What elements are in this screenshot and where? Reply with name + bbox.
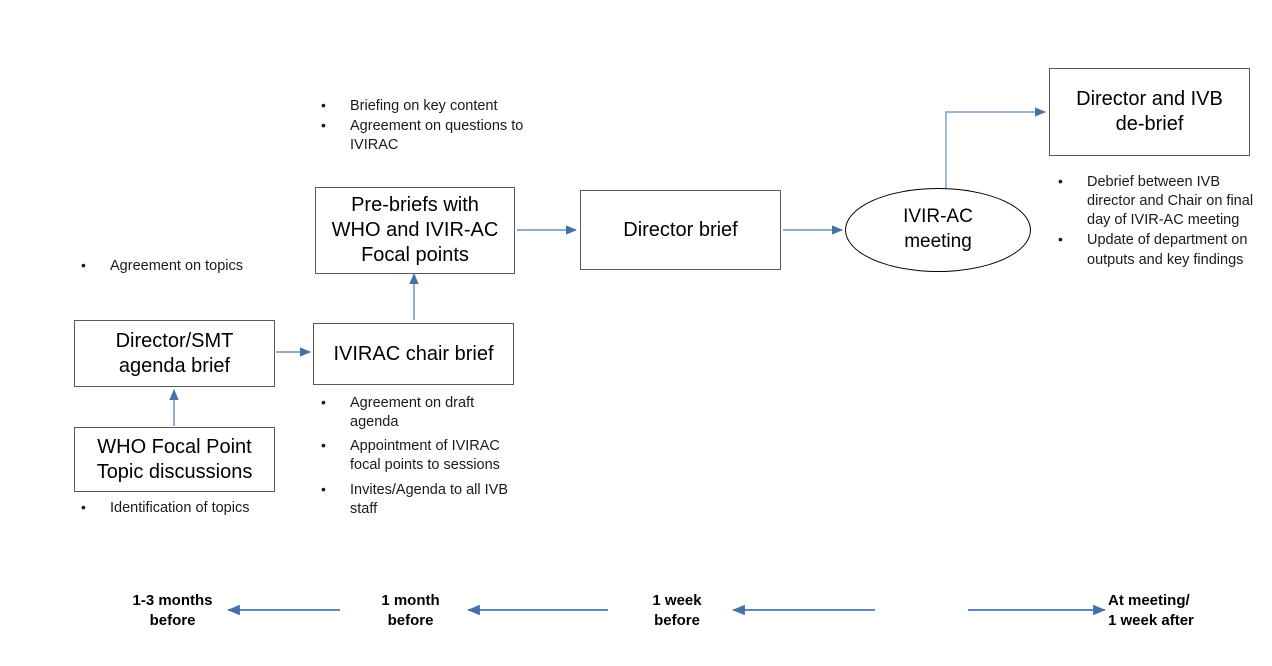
node-pre-briefs-label: Pre-briefs with WHO and IVIR-AC Focal po… [331, 194, 499, 266]
list-item: Agreement on topics [78, 256, 278, 276]
list-item: Appointment of IVIRAC focal points to se… [318, 436, 524, 475]
annotation-ivirac-chair-list: Agreement on draft agenda Appointment of… [318, 393, 524, 519]
timeline-label-4: At meeting/ 1 week after [1108, 592, 1194, 629]
list-item: Briefing on key content [318, 96, 526, 116]
annotation-debrief: Debrief between IVB director and Chair o… [1055, 172, 1255, 271]
node-ivirac-chair-label: IVIRAC chair brief [333, 342, 494, 365]
timeline-label-3: 1 week before [652, 592, 702, 629]
annotation-director-smt: Agreement on topics [78, 256, 278, 277]
annotation-who-focal-point: Identification of topics [78, 498, 283, 519]
node-director-brief-label: Director brief [623, 218, 738, 241]
node-who-focal-point-label: WHO Focal Point Topic discussions [96, 435, 253, 483]
list-item: Agreement on draft agenda [318, 393, 524, 432]
annotation-director-smt-list: Agreement on topics [78, 256, 278, 276]
annotation-pre-briefs: Briefing on key content Agreement on que… [318, 96, 526, 156]
timeline-label-2: 1 month before [381, 592, 440, 629]
node-ivirac-meeting-label: IVIR-AC meeting [903, 206, 973, 252]
node-ivirac-chair[interactable]: IVIRAC chair brief [313, 323, 514, 385]
annotation-pre-briefs-list: Briefing on key content Agreement on que… [318, 96, 526, 155]
list-item: Debrief between IVB director and Chair o… [1055, 172, 1255, 230]
list-item: Identification of topics [78, 498, 283, 518]
list-item: Agreement on questions to IVIRAC [318, 116, 526, 155]
annotation-ivirac-chair: Agreement on draft agenda Appointment of… [318, 393, 524, 520]
annotation-who-focal-point-list: Identification of topics [78, 498, 283, 518]
arrow-ivirac-meeting-to-debrief [945, 107, 1047, 192]
node-debrief[interactable]: Director and IVB de-brief [1049, 68, 1250, 156]
annotation-debrief-list: Debrief between IVB director and Chair o… [1055, 172, 1255, 270]
timeline-label-1: 1-3 months before [132, 592, 213, 629]
node-who-focal-point[interactable]: WHO Focal Point Topic discussions [74, 427, 275, 492]
node-director-smt[interactable]: Director/SMT agenda brief [74, 320, 275, 387]
node-debrief-label: Director and IVB de-brief [1076, 88, 1223, 135]
node-pre-briefs[interactable]: Pre-briefs with WHO and IVIR-AC Focal po… [315, 187, 515, 274]
node-director-smt-label: Director/SMT agenda brief [115, 329, 234, 377]
node-ivirac-meeting[interactable]: IVIR-AC meeting [845, 188, 1031, 272]
node-director-brief[interactable]: Director brief [580, 190, 781, 270]
list-item: Invites/Agenda to all IVB staff [318, 479, 524, 519]
list-item: Update of department on outputs and key … [1055, 230, 1255, 269]
